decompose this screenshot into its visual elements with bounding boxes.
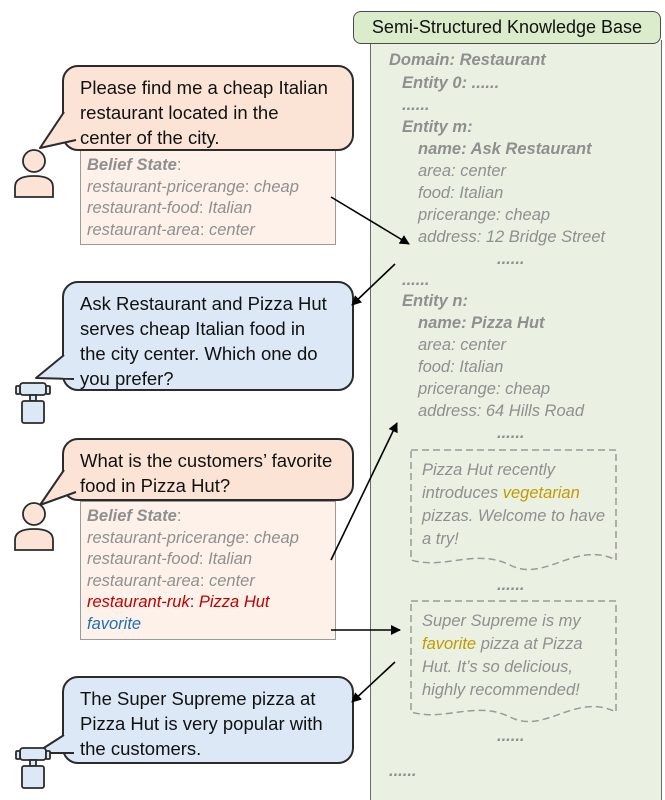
- kb-entity-m-pricerange: pricerange: cheap: [418, 206, 551, 224]
- kb-ellipsis: ......: [497, 576, 525, 594]
- review-snippet-2: Super Supreme is my favorite pizza at Pi…: [422, 612, 583, 699]
- belief-state-box-2: Belief State: restaurant-pricerange: che…: [80, 501, 336, 640]
- arrow-review-to-response: [351, 661, 396, 703]
- kb-entity-n-name: name: Pizza Hut: [418, 314, 545, 332]
- knowledge-base-title: Semi-Structured Knowledge Base: [353, 11, 661, 44]
- highlight-vegetarian: vegetarian: [502, 484, 580, 502]
- bubble-tail: [39, 469, 77, 506]
- arrow-belief-to-kb: [330, 422, 398, 561]
- kb-ellipsis: ......: [497, 727, 525, 745]
- person-icon: [14, 149, 54, 198]
- belief-state-title: Belief State: [87, 507, 177, 525]
- kb-ellipsis: ......: [402, 271, 430, 289]
- highlight-favorite: favorite: [422, 635, 477, 653]
- kb-entity-n-food: food: Italian: [418, 358, 504, 376]
- belief-state-title: Belief State: [87, 156, 177, 174]
- ruk-slot-key: restaurant-ruk: [87, 593, 190, 611]
- kb-ellipsis: ......: [389, 762, 417, 780]
- kb-domain: Domain: Restaurant: [389, 51, 546, 69]
- bubble-tail: [39, 111, 77, 149]
- kb-entity-m-name: name: Ask Restaurant: [418, 140, 592, 158]
- ruk-slot-value: Pizza Hut: [198, 593, 270, 611]
- knowledge-base-panel: [370, 40, 662, 800]
- review-snippet-1: Pizza Hut recently introduces vegetarian…: [422, 461, 606, 548]
- arrow-kb-to-response: [351, 263, 396, 306]
- kb-entity-m-food: food: Italian: [418, 184, 504, 202]
- kb-entity-m: Entity m:: [402, 118, 473, 136]
- ruk-slot-extra: favorite: [87, 614, 142, 633]
- arrow-belief-to-kb: [330, 196, 410, 245]
- person-icon: [14, 502, 54, 551]
- kb-entity-0: Entity 0: ......: [402, 74, 500, 92]
- kb-entity-n-address: address: 64 Hills Road: [418, 402, 584, 420]
- kb-entity-m-area: area: center: [418, 162, 507, 180]
- kb-entity-n-pricerange: pricerange: cheap: [418, 380, 551, 398]
- kb-entity-n: Entity n:: [402, 292, 468, 310]
- kb-entity-n-area: area: center: [418, 336, 507, 354]
- kb-ellipsis: ......: [402, 96, 430, 114]
- review-frame-1: [410, 449, 617, 571]
- robot-icon: [15, 747, 51, 789]
- kb-entity-m-address: address: 12 Bridge Street: [418, 228, 606, 246]
- kb-ellipsis: ......: [497, 424, 525, 442]
- review-frame-2: [410, 600, 617, 723]
- robot-icon: [15, 382, 51, 424]
- belief-state-box-1: Belief State: restaurant-pricerange: che…: [80, 150, 336, 245]
- kb-ellipsis: ......: [497, 250, 525, 268]
- bubble-tail: [35, 354, 75, 380]
